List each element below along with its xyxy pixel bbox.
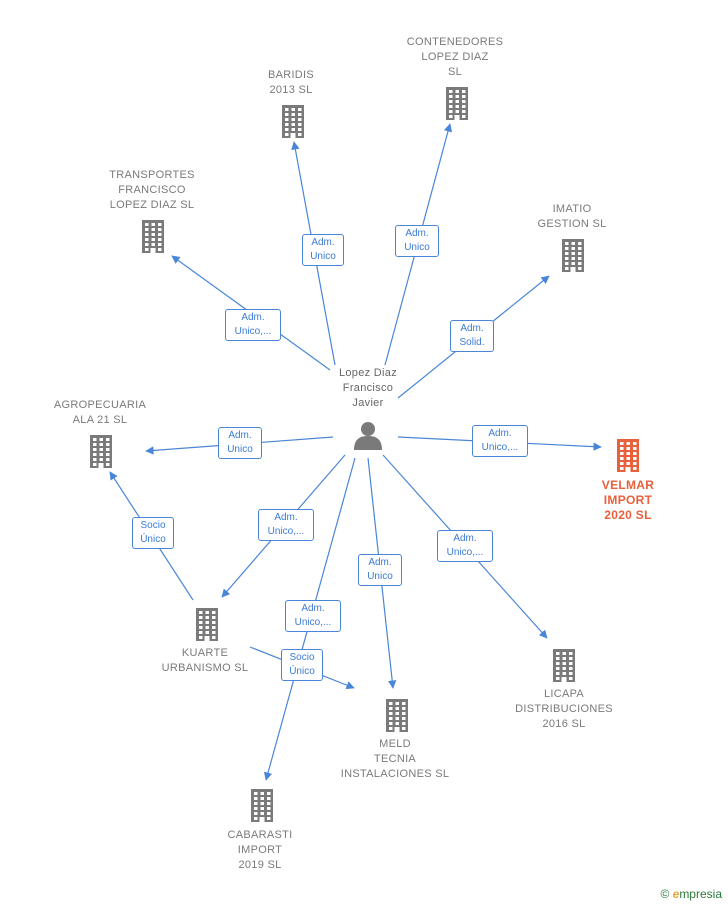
company-name-line: LOPEZ DIAZ SL	[109, 199, 195, 211]
relation-text-line: Unico,...	[446, 547, 484, 558]
company-name-line: URBANISMO SL	[161, 662, 249, 674]
company-name-line: VELMAR	[601, 478, 655, 492]
company-name-line: 2016 SL	[542, 718, 586, 730]
building-icon[interactable]	[613, 438, 643, 472]
company-name-line: 2020 SL	[604, 508, 652, 522]
relation-text-line: Solid.	[459, 337, 485, 348]
relation-text-line: Unico	[367, 571, 393, 582]
company-label-transportes[interactable]: TRANSPORTES FRANCISCO LOPEZ DIAZ SL	[92, 168, 212, 213]
company-name-line: IMPORT	[603, 493, 653, 507]
building-icon[interactable]	[558, 238, 588, 272]
relation-text-line: Adm.	[453, 533, 477, 544]
relation-badge-velmar[interactable]: Adm. Unico,...	[472, 425, 528, 457]
company-name-line: CABARASTI	[227, 829, 293, 841]
brand-initial: e	[672, 887, 680, 901]
company-name-line: CONTENEDORES	[406, 36, 504, 48]
relation-badge-kuarte[interactable]: Adm. Unico,...	[258, 509, 314, 541]
company-name-line: DISTRIBUCIONES	[515, 703, 613, 715]
relation-badge-contenedores[interactable]: Adm. Unico	[395, 225, 439, 257]
relation-text-line: Unico	[227, 444, 253, 455]
company-name-line: IMPORT	[237, 844, 283, 856]
relation-text-line: Adm.	[405, 228, 429, 239]
relation-text-line: Unico,...	[294, 617, 332, 628]
company-name-line: KUARTE	[181, 647, 229, 659]
company-label-kuarte[interactable]: KUARTE URBANISMO SL	[150, 646, 260, 676]
company-name-line: TECNIA	[373, 753, 417, 765]
relation-text-line: Adm.	[460, 323, 484, 334]
company-name-line: LICAPA	[543, 688, 585, 700]
company-name-line: AGROPECUARIA	[53, 399, 147, 411]
company-name-line: ALA 21 SL	[72, 414, 128, 426]
relation-text-line: Socio	[289, 652, 315, 663]
company-label-contenedores[interactable]: CONTENEDORES LOPEZ DIAZ SL	[395, 35, 515, 80]
building-icon[interactable]	[442, 86, 472, 120]
company-name-line: MELD	[379, 738, 411, 750]
building-icon[interactable]	[549, 648, 579, 682]
company-name-line: SL	[447, 66, 463, 78]
company-name-line: TRANSPORTES	[109, 169, 195, 181]
company-label-baridis[interactable]: BARIDIS 2013 SL	[241, 68, 341, 98]
relation-badge-agropecuaria[interactable]: Adm. Unico	[218, 427, 262, 459]
company-name-line: IMATIO	[552, 203, 592, 215]
relation-text-line: Unico,...	[234, 326, 272, 337]
relation-text-line: Unico	[404, 242, 430, 253]
relation-text-line: Adm.	[311, 237, 335, 248]
person-icon[interactable]	[352, 420, 384, 450]
company-label-licapa[interactable]: LICAPA DISTRIBUCIONES 2016 SL	[504, 687, 624, 732]
copyright-symbol: ©	[660, 887, 670, 901]
company-name-line: INSTALACIONES SL	[340, 768, 450, 780]
relation-text-line: Adm.	[488, 428, 512, 439]
person-name-line: Francisco	[342, 382, 394, 394]
relation-badge-transportes[interactable]: Adm. Unico,...	[225, 309, 281, 341]
relation-badge-baridis[interactable]: Adm. Unico	[302, 234, 344, 266]
company-label-cabarasti[interactable]: CABARASTI IMPORT 2019 SL	[210, 828, 310, 873]
building-icon[interactable]	[138, 219, 168, 253]
building-icon[interactable]	[247, 788, 277, 822]
relation-text-line: Único	[289, 666, 315, 677]
relation-badge-meld[interactable]: Adm. Unico	[358, 554, 402, 586]
company-name-line: BARIDIS	[267, 69, 315, 81]
relation-badge-cabarasti[interactable]: Adm. Unico,...	[285, 600, 341, 632]
brand-name: mpresia	[679, 887, 722, 901]
relation-text-line: Adm.	[228, 430, 252, 441]
company-name-line: 2019 SL	[238, 859, 282, 871]
relation-text-line: Unico	[310, 251, 336, 262]
building-icon[interactable]	[86, 434, 116, 468]
building-icon[interactable]	[278, 104, 308, 138]
company-label-agropecuaria[interactable]: AGROPECUARIA ALA 21 SL	[40, 398, 160, 428]
company-label-meld[interactable]: MELD TECNIA INSTALACIONES SL	[330, 737, 460, 782]
building-icon[interactable]	[192, 607, 222, 641]
person-name-line: Javier	[352, 397, 384, 409]
relation-text-line: Unico,...	[481, 442, 519, 453]
relation-text-line: Unico,...	[267, 526, 305, 537]
relation-text-line: Adm.	[274, 512, 298, 523]
relation-text-line: Socio	[140, 520, 166, 531]
relation-text-line: Adm.	[368, 557, 392, 568]
watermark: © empresia	[660, 887, 722, 901]
relation-text-line: Adm.	[241, 312, 265, 323]
relation-text-line: Adm.	[301, 603, 325, 614]
company-name-line: GESTION SL	[537, 218, 607, 230]
relation-text-line: Único	[140, 534, 166, 545]
building-icon[interactable]	[382, 698, 412, 732]
company-name-line: LOPEZ DIAZ	[421, 51, 489, 63]
company-name-line: FRANCISCO	[118, 184, 186, 196]
company-label-imatio[interactable]: IMATIO GESTION SL	[522, 202, 622, 232]
relation-badge-imatio[interactable]: Adm. Solid.	[450, 320, 494, 352]
relation-badge-licapa[interactable]: Adm. Unico,...	[437, 530, 493, 562]
person-name-line: Lopez Diaz	[338, 367, 398, 379]
company-name-line: 2013 SL	[269, 84, 313, 96]
